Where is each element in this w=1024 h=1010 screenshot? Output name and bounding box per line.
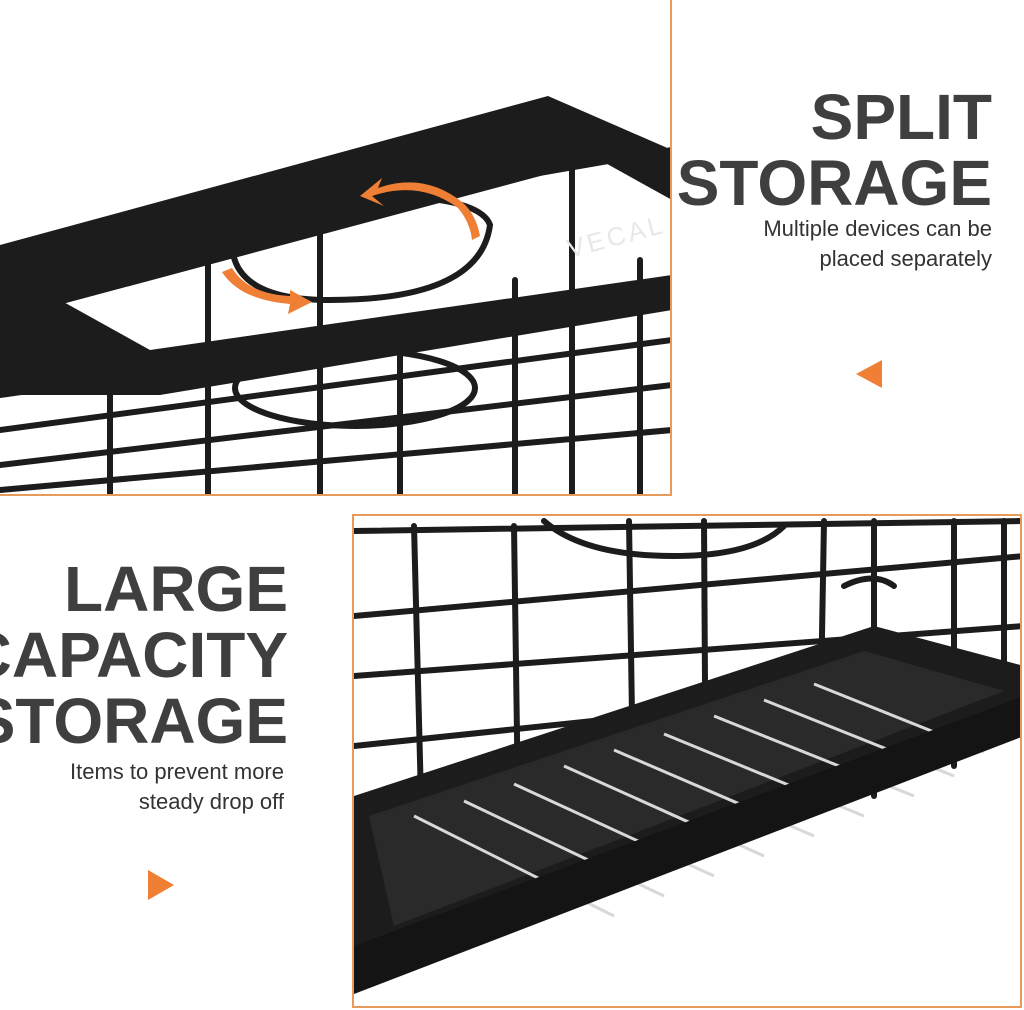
- heading-line: STORAGE: [0, 685, 288, 757]
- heading-line: SPLIT: [810, 81, 992, 153]
- description-line: Multiple devices can be: [763, 216, 992, 241]
- description-line: Items to prevent more: [70, 759, 284, 784]
- heading-line: LARGE: [64, 553, 288, 625]
- description-line: steady drop off: [138, 789, 284, 814]
- wire-basket-bottom-illustration: [354, 518, 1020, 994]
- triangle-left-icon: [856, 360, 882, 388]
- heading-line: STORAGE: [676, 147, 992, 219]
- product-photo-bottom: [352, 514, 1022, 1008]
- large-capacity-description: Items to prevent more steady drop off: [0, 757, 284, 817]
- brand-mark: VECAL: [564, 209, 669, 264]
- split-storage-heading: SPLIT STORAGE: [677, 84, 992, 216]
- heading-line: CAPACITY: [0, 619, 288, 691]
- large-capacity-heading: LARGE CAPACITY STORAGE: [0, 556, 288, 754]
- split-storage-description: Multiple devices can be placed separatel…: [692, 214, 992, 274]
- description-line: placed separately: [819, 246, 992, 271]
- product-photo-top: VECAL: [0, 0, 672, 496]
- curved-rotate-arrows-icon: [222, 178, 480, 314]
- triangle-right-icon: [148, 870, 174, 900]
- wire-basket-top-illustration: VECAL: [0, 96, 670, 494]
